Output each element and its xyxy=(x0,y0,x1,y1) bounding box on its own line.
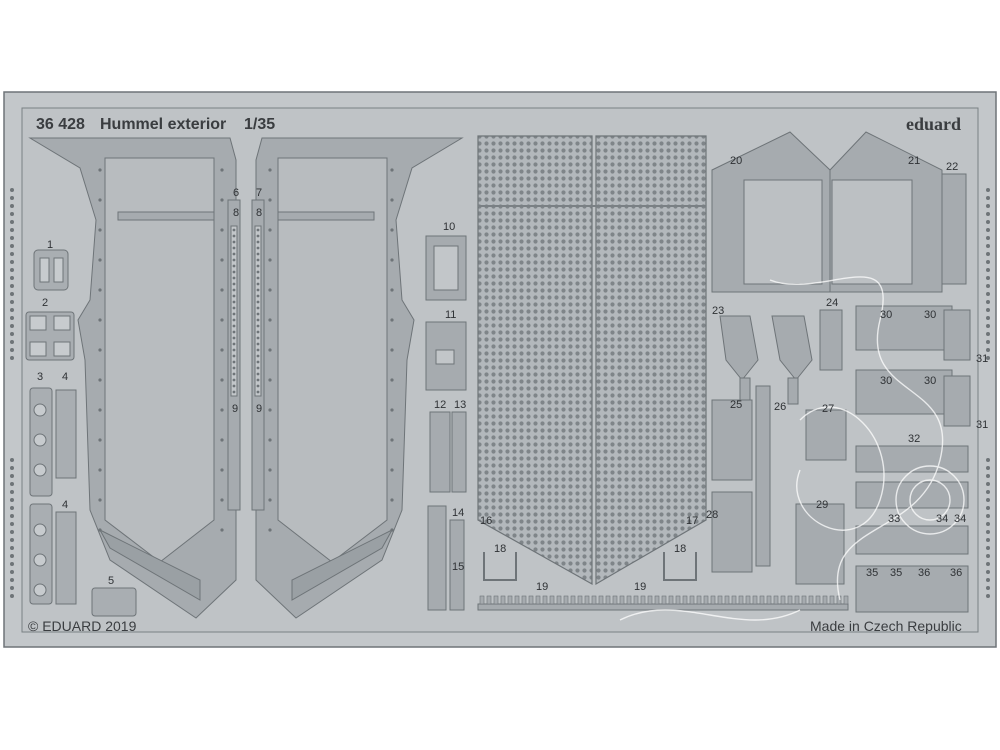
parts-20-22 xyxy=(711,131,967,293)
part-number: 17 xyxy=(686,515,699,527)
part-number: 7 xyxy=(256,187,263,199)
part-number: 32 xyxy=(908,433,921,445)
parts-23-36 xyxy=(711,305,971,613)
panel-rivet-holes xyxy=(98,168,394,532)
part-number: 5 xyxy=(108,575,115,587)
part-number: 30 xyxy=(880,375,893,387)
part-number: 3 xyxy=(37,371,44,383)
copyright-text: © EDUARD 2019 xyxy=(28,618,137,634)
origin-text: Made in Czech Republic xyxy=(810,618,962,634)
sheet-scale: 1/35 xyxy=(244,116,276,133)
part-number: 9 xyxy=(232,403,239,415)
part-number: 36 xyxy=(950,567,963,579)
part-number: 33 xyxy=(888,513,901,525)
part-number: 24 xyxy=(826,297,839,309)
part-number: 11 xyxy=(445,309,457,321)
part-number: 34 xyxy=(954,513,967,525)
part-number: 30 xyxy=(924,375,937,387)
part-number: 1 xyxy=(47,239,54,251)
part-number: 31 xyxy=(976,353,989,365)
part-number: 12 xyxy=(434,399,447,411)
part-number: 14 xyxy=(452,507,465,519)
parts-18 xyxy=(483,552,697,581)
part-19-comb xyxy=(477,595,849,611)
part-number: 19 xyxy=(536,581,549,593)
mesh-panels-16-17 xyxy=(477,135,707,586)
part-number: 30 xyxy=(924,309,937,321)
part-number: 18 xyxy=(494,543,507,555)
part-number: 27 xyxy=(822,403,835,415)
part-number: 25 xyxy=(730,399,743,411)
part-number: 4 xyxy=(62,499,69,511)
part-number: 8 xyxy=(256,207,263,219)
part-number: 13 xyxy=(454,399,467,411)
part-number: 21 xyxy=(908,155,921,167)
part-number: 9 xyxy=(256,403,263,415)
part-number: 16 xyxy=(480,515,493,527)
part-number: 20 xyxy=(730,155,743,167)
part-number: 28 xyxy=(706,509,719,521)
part-number: 30 xyxy=(880,309,893,321)
part-number: 6 xyxy=(233,187,240,199)
part-number: 15 xyxy=(452,561,465,573)
part-number: 35 xyxy=(890,567,903,579)
part-number: 31 xyxy=(976,419,989,431)
part-number: 36 xyxy=(918,567,931,579)
sheet-code: 36 428 xyxy=(36,116,85,133)
part-number: 10 xyxy=(443,221,456,233)
part-number: 19 xyxy=(634,581,647,593)
side-panel-right xyxy=(255,137,464,619)
part-number: 8 xyxy=(233,207,240,219)
side-panel-left xyxy=(28,137,237,619)
brand-logo: eduard xyxy=(906,114,962,134)
part-number: 4 xyxy=(62,371,69,383)
part-number: 29 xyxy=(816,499,829,511)
part-number: 22 xyxy=(946,161,959,173)
sheet-title: Hummel exterior xyxy=(100,116,227,133)
part-number: 34 xyxy=(936,513,949,525)
part-number: 18 xyxy=(674,543,687,555)
parts-left-column xyxy=(25,249,137,617)
edge-holes xyxy=(10,188,990,598)
part-number: 26 xyxy=(774,401,787,413)
part-number: 2 xyxy=(42,297,49,309)
part-number: 23 xyxy=(712,305,725,317)
part-number: 35 xyxy=(866,567,879,579)
watermark-decoration xyxy=(619,276,965,621)
parts-10-15 xyxy=(425,235,467,611)
